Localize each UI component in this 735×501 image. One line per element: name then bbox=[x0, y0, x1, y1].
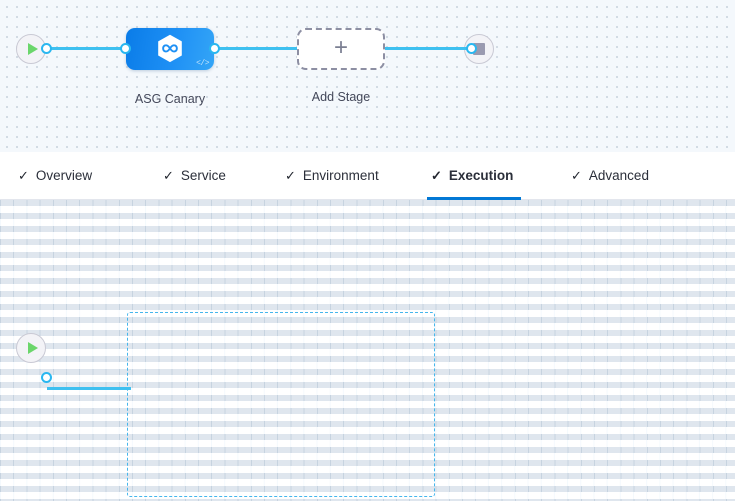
execution-start-node[interactable] bbox=[16, 333, 46, 363]
tab-execution[interactable]: ✓ Execution bbox=[426, 152, 522, 200]
add-stage-button[interactable]: + bbox=[297, 28, 385, 70]
check-icon: ✓ bbox=[18, 167, 29, 183]
execution-canvas[interactable]: Canary Deployment </> ASG Canary Deploy bbox=[0, 200, 735, 501]
check-icon: ✓ bbox=[163, 167, 174, 183]
add-stage-label: Add Stage bbox=[311, 90, 371, 104]
tab-label-environment: Environment bbox=[302, 167, 379, 183]
tab-label-advanced: Advanced bbox=[588, 167, 649, 183]
tab-overview[interactable]: ✓ Overview bbox=[18, 152, 92, 200]
tab-environment[interactable]: ✓ Environment bbox=[285, 152, 379, 200]
stage-label-asg-canary: ASG Canary bbox=[134, 92, 206, 106]
group-canary-deployment[interactable] bbox=[127, 312, 435, 497]
play-icon bbox=[27, 342, 38, 354]
stage-node-asg-canary[interactable]: </> bbox=[126, 28, 214, 70]
check-icon: ✓ bbox=[285, 167, 296, 183]
pipeline-stage-canvas[interactable]: </> ASG Canary + Add Stage bbox=[0, 0, 735, 152]
connector-add-stage-to-end bbox=[383, 47, 472, 50]
asg-canary-input-port[interactable] bbox=[120, 43, 131, 54]
connector-asg-canary-to-add-stage bbox=[215, 47, 300, 50]
play-icon bbox=[27, 43, 38, 55]
plus-icon: + bbox=[333, 34, 348, 61]
tab-advanced[interactable]: ✓ Advanced bbox=[571, 152, 649, 200]
harness-hexagon-icon bbox=[158, 34, 182, 63]
start-node-port[interactable] bbox=[41, 43, 52, 54]
tab-service[interactable]: ✓ Service bbox=[163, 152, 226, 200]
code-badge-icon: </> bbox=[196, 59, 209, 68]
connector-start-to-canary-group bbox=[47, 387, 131, 390]
connector-start-to-asg-canary bbox=[47, 47, 133, 50]
tab-label-service: Service bbox=[180, 167, 226, 183]
execution-start-port[interactable] bbox=[41, 372, 52, 383]
tab-label-overview: Overview bbox=[35, 167, 93, 183]
end-node-port[interactable] bbox=[466, 43, 477, 54]
check-icon: ✓ bbox=[431, 167, 442, 183]
asg-canary-output-port[interactable] bbox=[209, 43, 220, 54]
tab-label-execution: Execution bbox=[448, 167, 514, 183]
check-icon: ✓ bbox=[571, 167, 582, 183]
stage-tab-bar: ✓ Overview ✓ Service ✓ Environment ✓ Exe… bbox=[0, 152, 735, 200]
